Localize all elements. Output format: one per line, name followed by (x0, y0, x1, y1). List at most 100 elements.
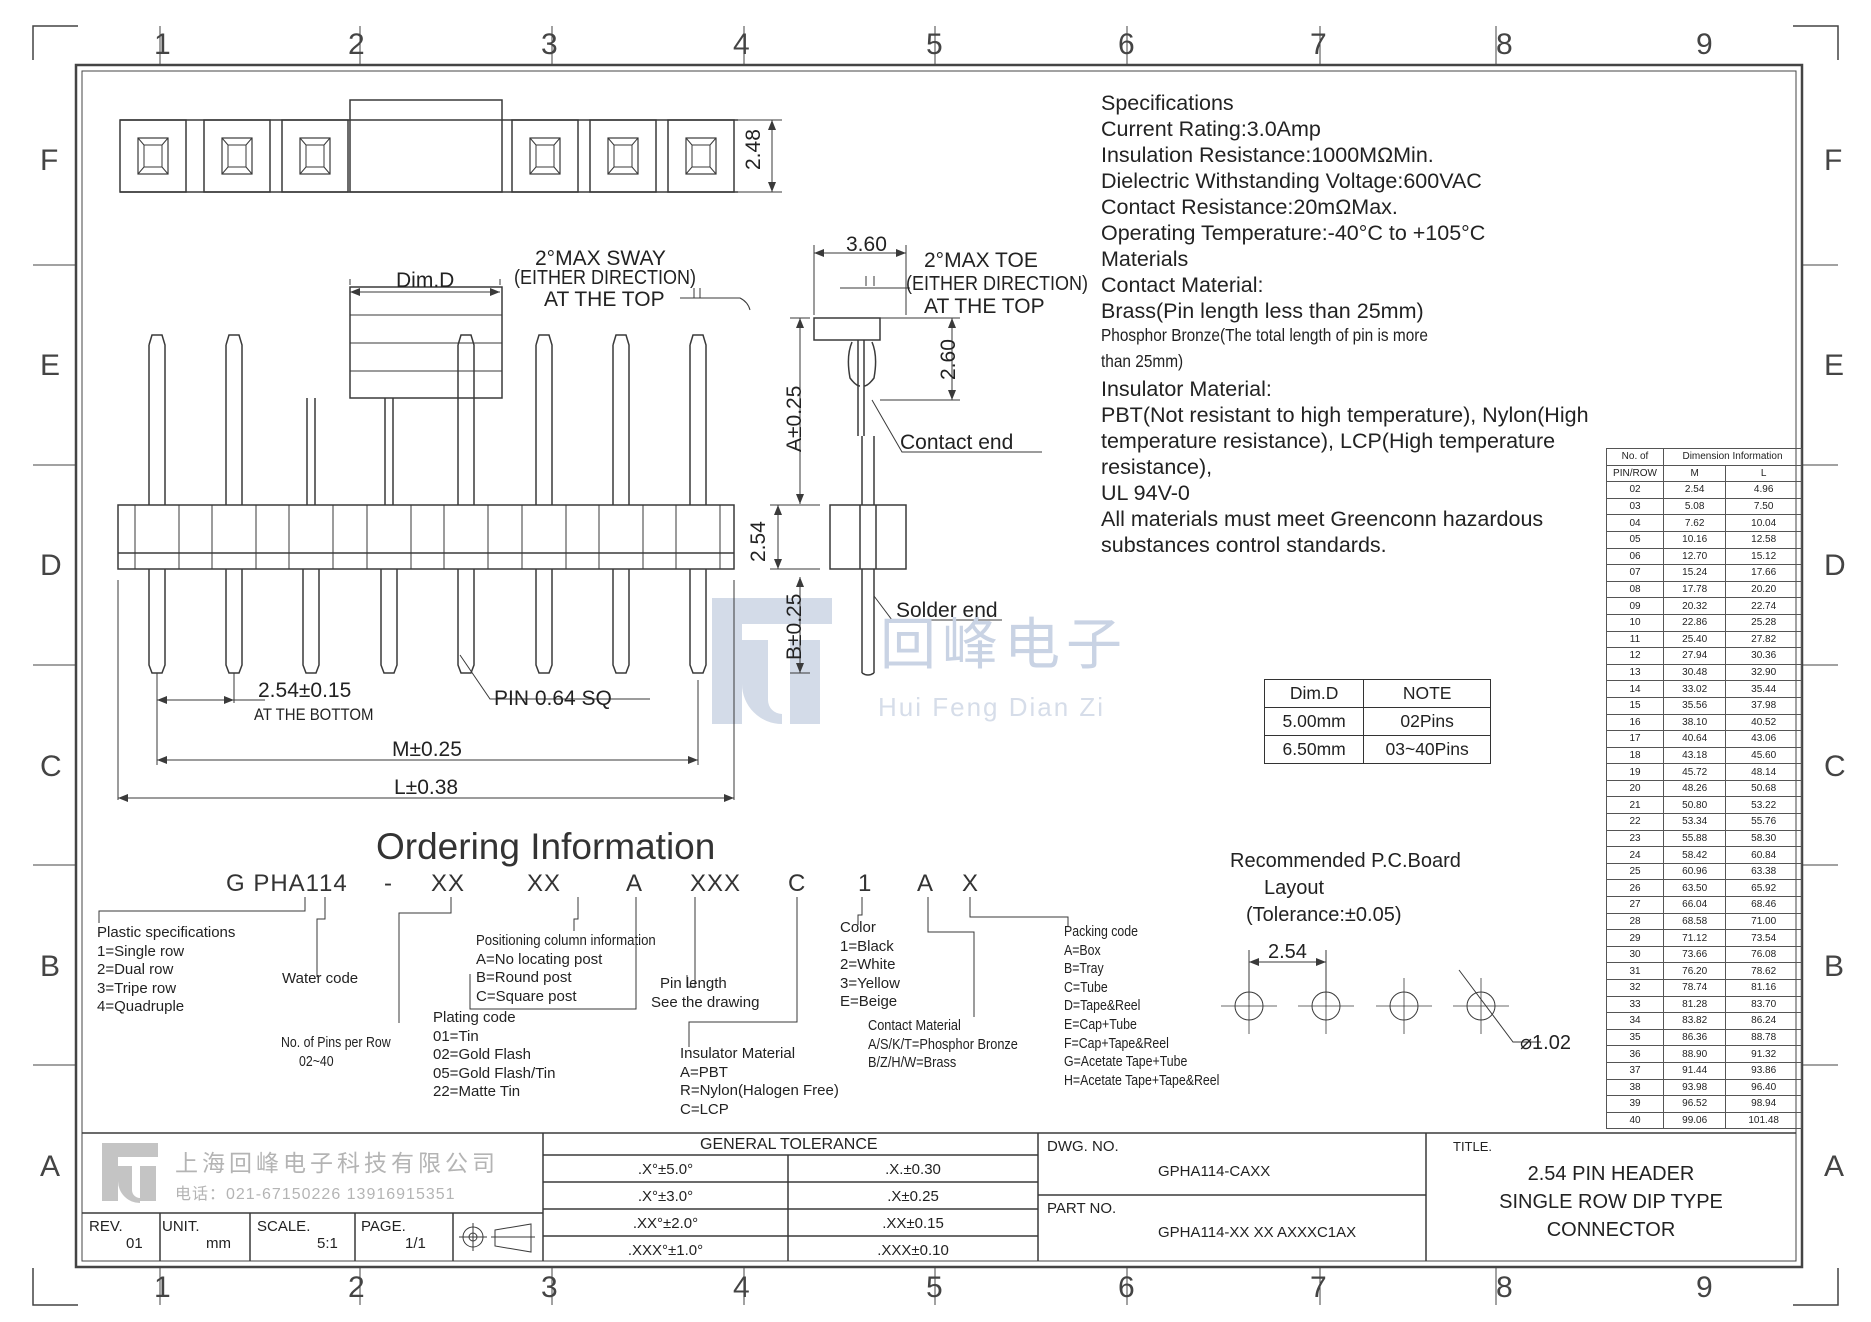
pcb-hole-label: ⌀1.02 (1520, 1032, 1571, 1054)
ordering-note-color: Color (840, 919, 876, 936)
watermark-cn: 回峰电子 (880, 613, 1128, 678)
dimension-table-cell: 7.62 (1662, 514, 1727, 532)
dimension-table-cell: 03 (1606, 497, 1664, 516)
pcb-title-2: Layout (1264, 877, 1325, 899)
note-header-note: NOTE (1363, 679, 1491, 708)
dimension-table-cell: 55.76 (1725, 813, 1802, 831)
dimension-table-cell: 101.48 (1725, 1111, 1802, 1130)
dimension-table-cell: 91.32 (1725, 1045, 1802, 1063)
ordering-note-plating: 22=Matte Tin (433, 1083, 521, 1101)
dimension-table-cell: 30.48 (1662, 663, 1727, 682)
ordering-note-plating: 01=Tin (433, 1027, 479, 1045)
dimension-information-table: No. of Dimension Information PIN/ROW M L… (1606, 448, 1802, 1130)
ordering-code-part: 1 (858, 870, 873, 897)
ordering-code-part: G PHA1 (226, 870, 321, 897)
dimension-table-cell: 17 (1606, 730, 1664, 748)
dimension-table-cell: 06 (1606, 547, 1664, 566)
pitch-bottom-label: 2.54±0.15 (258, 679, 352, 702)
zone-column-label: 2 (348, 28, 365, 61)
contact-end-label: Contact end (900, 431, 1014, 454)
b-dimension-label: B±0.25 (783, 593, 806, 660)
dimension-table-cell: 78.62 (1725, 962, 1802, 980)
ordering-code-part: XX (527, 870, 562, 897)
dimension-table-cell: 2.54 (1662, 481, 1727, 499)
dimension-table-cell: 43.06 (1725, 730, 1802, 748)
tolerance-cell: .X°±5.0° (637, 1161, 694, 1178)
dimension-table-cell: 63.38 (1725, 862, 1802, 881)
pitch-height-label: 2.48 (742, 129, 765, 170)
dimension-table-cell: 09 (1606, 597, 1664, 615)
zone-column-label: 4 (733, 1271, 750, 1304)
ordering-note-pin-length: Pin length (660, 975, 727, 992)
dimension-table-cell: 88.90 (1662, 1045, 1727, 1063)
dimension-table-cell: 93.86 (1725, 1061, 1802, 1080)
dimension-table-cell: 12.58 (1725, 530, 1802, 549)
a-dimension-label: A±0.25 (783, 385, 806, 452)
solder-end-label: Solder end (896, 599, 998, 622)
company-name-cn: 上海回峰电子科技有限公司 (175, 1151, 499, 1177)
ordering-note-plastic: 4=Quadruple (97, 998, 185, 1016)
dimension-table-cell: 27.94 (1662, 647, 1727, 665)
dimension-table-cell: 35 (1606, 1028, 1664, 1047)
spec-line: Brass(Pin length less than 25mm) (1101, 299, 1424, 323)
dimension-table-cell: 39 (1606, 1095, 1664, 1113)
spec-line: All materials must meet Greenconn hazard… (1101, 507, 1544, 531)
dimension-table-cell: 40.64 (1662, 730, 1727, 748)
spec-line: Dielectric Withstanding Voltage:600VAC (1101, 169, 1482, 193)
dimension-table-cell: 21 (1606, 796, 1664, 815)
dimension-table-cell: 40.52 (1725, 713, 1802, 732)
tolerance-cell: .XXX°±1.0° (627, 1242, 704, 1259)
dimension-table-cell: 07 (1606, 564, 1664, 582)
dimension-table-cell: 31 (1606, 962, 1664, 980)
zone-column-label: 1 (154, 28, 171, 61)
ordering-note-packing: H=Acetate Tape+Tape&Reel (1064, 1072, 1220, 1089)
dimension-table-cell: 33 (1606, 995, 1664, 1014)
ordering-note-packing: C=Tube (1064, 979, 1108, 996)
dimension-lines (117, 119, 1042, 802)
zone-row-label: E (1824, 349, 1845, 382)
rev-label: REV. (89, 1218, 123, 1235)
dimension-table-cell: 22 (1606, 813, 1664, 831)
dimension-table-cell: 36 (1606, 1045, 1664, 1063)
dimension-table-cell: 50.80 (1662, 796, 1727, 815)
toe-line-3: AT THE TOP (924, 295, 1045, 318)
toe-line-2: (EITHER DIRECTION) (906, 273, 1088, 295)
dimension-table-cell: 35.56 (1662, 696, 1727, 715)
zone-row-label: F (1824, 144, 1843, 177)
dimension-table-cell: 22.86 (1662, 613, 1727, 632)
at-the-bottom-label: AT THE BOTTOM (254, 705, 374, 724)
pcb-title-1: Recommended P.C.Board (1230, 850, 1461, 872)
zone-row-label: A (1824, 1150, 1845, 1183)
zone-row-label: D (1824, 549, 1846, 582)
dimension-table-cell: 05 (1606, 530, 1664, 549)
dimension-table-cell: 13 (1606, 663, 1664, 682)
ordering-code-part: A (626, 870, 644, 897)
zone-row-label: A (40, 1150, 61, 1183)
dimension-table-cell: 45.72 (1662, 763, 1727, 781)
dimension-table-cell: 15.24 (1662, 564, 1727, 582)
dimension-table-cell: 26 (1606, 879, 1664, 898)
dimension-table-cell: 37 (1606, 1061, 1664, 1080)
dimension-table-cell: 10.16 (1662, 530, 1727, 549)
ordering-note-contact: Contact Material (868, 1017, 961, 1034)
dimension-table-cell: 15.12 (1725, 547, 1802, 566)
company-logo-icon (102, 1143, 158, 1203)
dimension-table-cell: 12 (1606, 647, 1664, 665)
tolerance-cell: .X.±0.30 (885, 1161, 941, 1178)
tolerance-cell: .XXX±0.10 (877, 1242, 949, 1259)
dimension-table-cell: 32.90 (1725, 663, 1802, 682)
dimension-table-cell: 50.68 (1725, 779, 1802, 798)
